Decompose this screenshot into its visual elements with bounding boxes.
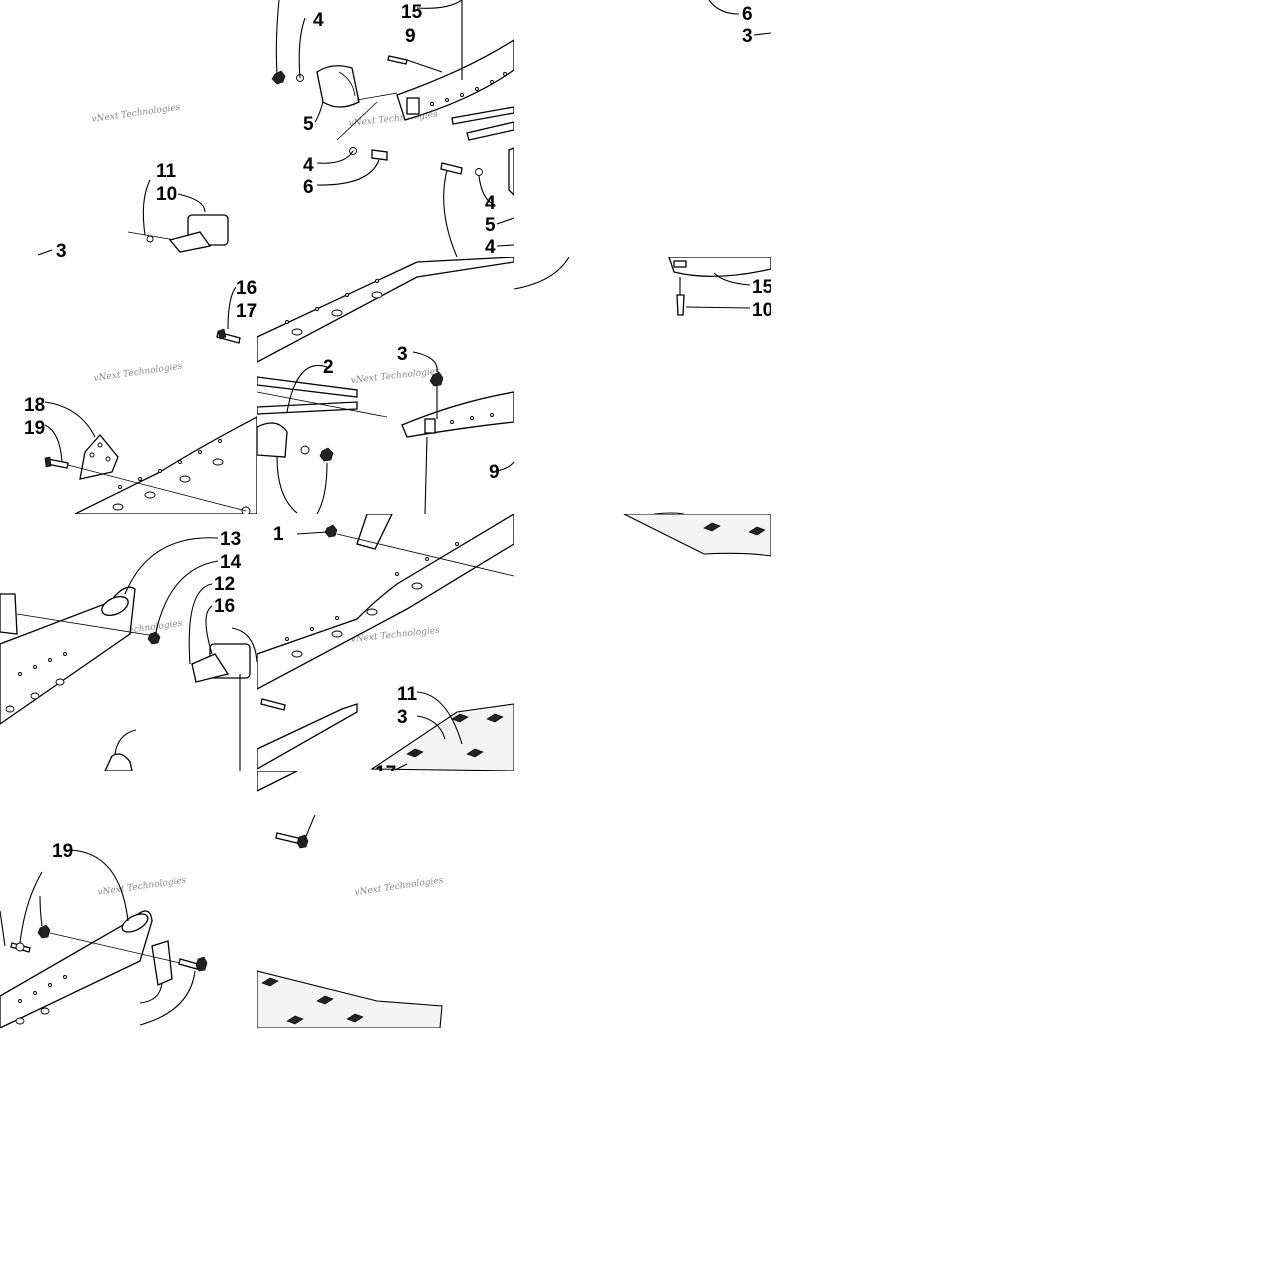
diagram-tile-2-0: vNext Technologies — [0, 514, 257, 771]
callout-label: 17 — [375, 763, 396, 771]
callout-label: 10 — [156, 184, 177, 205]
callout-label: 18 — [24, 395, 45, 416]
diagram-tile-0-1: vNext Technologies — [257, 0, 514, 257]
callout-label: 4 — [485, 193, 496, 214]
diagram-tile-2-1: vNext Technologies — [257, 514, 514, 771]
callout-label: 4 — [485, 237, 496, 257]
callout-label: 10 — [752, 300, 771, 321]
callout-label: 12 — [214, 574, 235, 595]
callout-label: 14 — [220, 552, 242, 573]
callout-label: 9 — [489, 462, 500, 483]
diagram-tile-0-0: vNext Technologies 11 10 3 — [0, 0, 257, 257]
callout-label: 6 — [303, 177, 314, 198]
callout-label: 13 — [220, 529, 241, 550]
watermark: vNext Technologies — [350, 367, 440, 386]
callout-label: 4 — [303, 155, 314, 176]
callout-label: 11 — [156, 161, 177, 182]
watermark: vNext Technologies — [354, 876, 444, 898]
callout-label: 15 — [752, 277, 771, 298]
callout-label: 5 — [485, 215, 496, 236]
callout-label: 11 — [397, 684, 418, 705]
callout-label: 3 — [397, 344, 408, 365]
callout-label: 19 — [52, 841, 73, 862]
callout-label: 16 — [214, 596, 235, 617]
callout-label: 19 — [24, 418, 45, 439]
callout-label: 3 — [397, 707, 408, 728]
callout-label: 16 — [236, 278, 257, 299]
diagram-tile-3-1: vNext Technologies — [257, 771, 514, 1028]
watermark: vNext Technologies — [97, 876, 187, 898]
diagram-tile-3-0: vNext Technologies 19 — [0, 771, 257, 1028]
callout-label: 5 — [303, 114, 314, 135]
watermark: vNext Technologies — [91, 103, 181, 125]
callout-label: 3 — [56, 241, 67, 257]
callout-label: 3 — [742, 26, 753, 47]
diagram-tile-0-2: 6 3 — [514, 0, 771, 257]
diagram-tile-1-2: 15 10 — [514, 257, 771, 514]
callout-label: 1 — [273, 524, 284, 545]
callout-label: 2 — [323, 357, 334, 378]
callout-label: 9 — [405, 26, 416, 47]
callout-label: 17 — [236, 301, 257, 322]
callout-label: 6 — [742, 4, 753, 25]
callout-label: 4 — [313, 10, 324, 31]
watermark: vNext Technologies — [93, 362, 183, 384]
diagram-tile-1-0: vNext Technologies — [0, 257, 257, 514]
diagram-tile-2-2 — [514, 514, 771, 771]
diagram-tile-1-1: vNext Technologies — [257, 257, 514, 514]
callout-label: 15 — [401, 2, 423, 23]
